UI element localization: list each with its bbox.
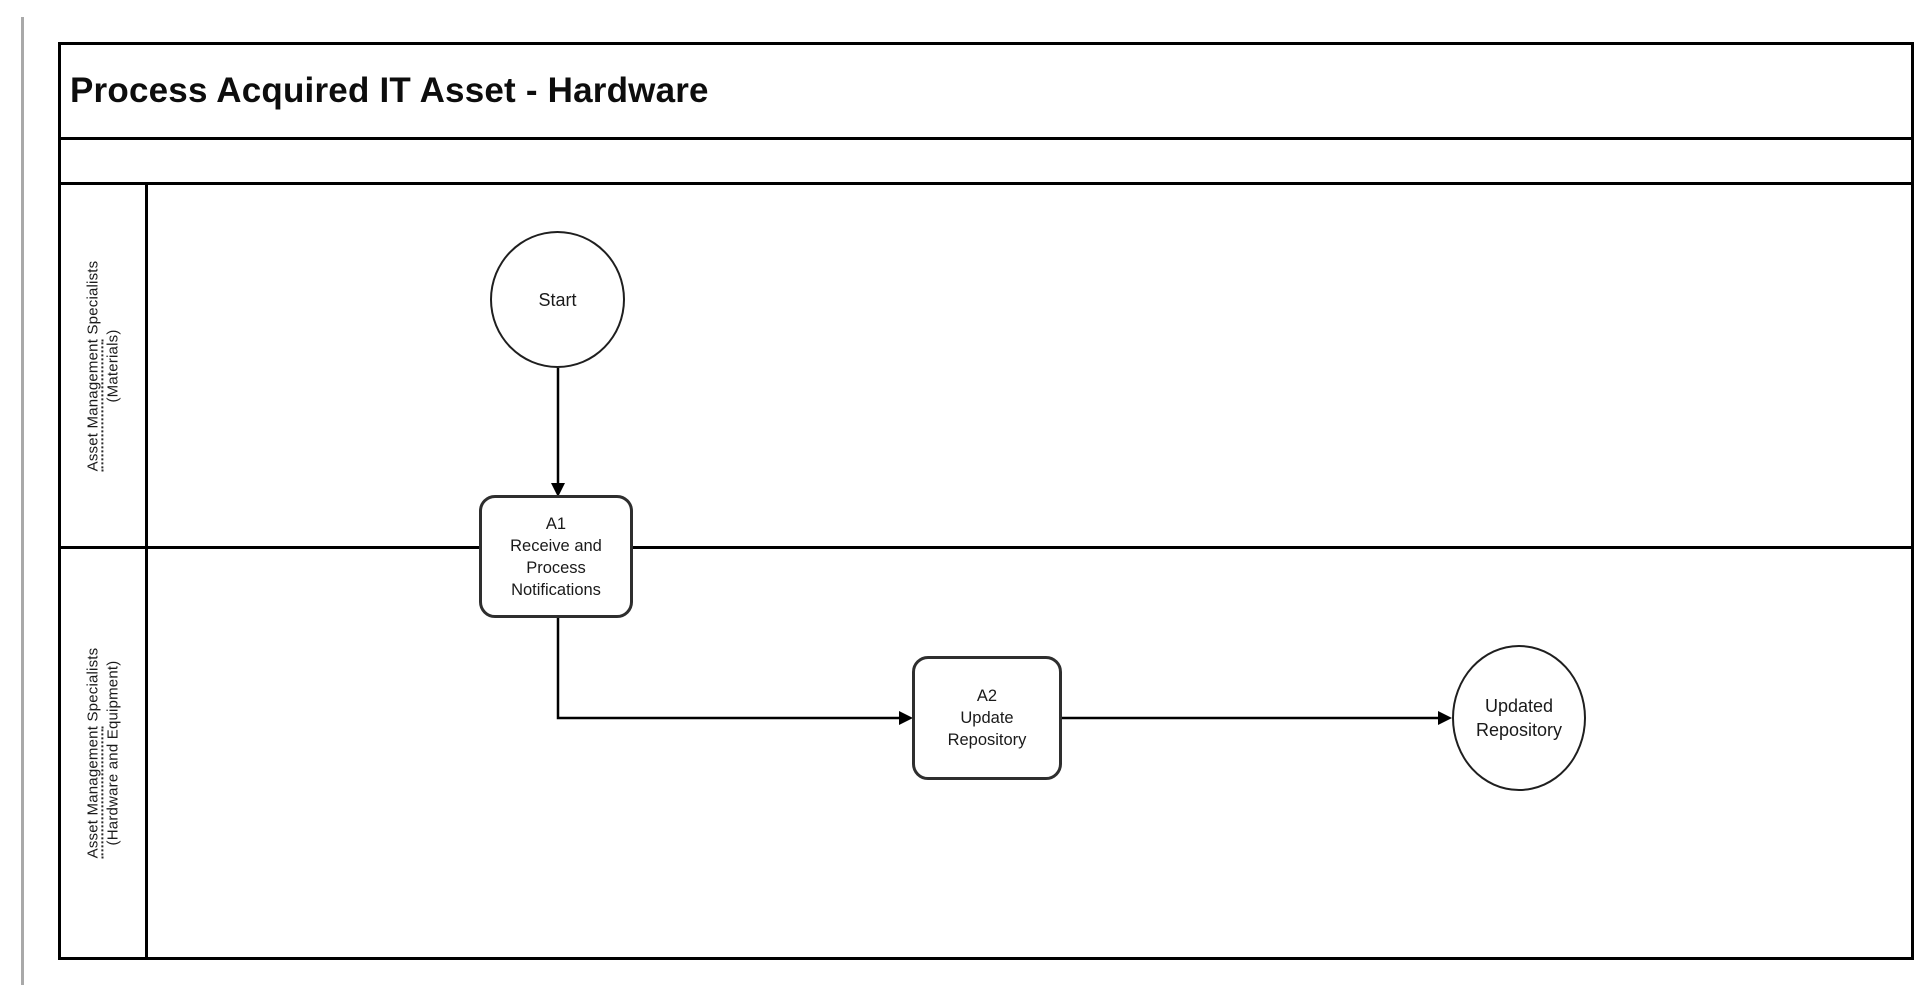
lane-2-header: Asset Management Specialists (Hardware a… bbox=[61, 549, 148, 957]
task-a1-line1: Receive and bbox=[510, 536, 602, 555]
task-a1-receive-process-notifications[interactable]: A1 Receive and Process Notifications bbox=[479, 495, 633, 618]
task-a2-line1: Update bbox=[960, 709, 1014, 727]
start-event-node[interactable]: Start bbox=[490, 231, 625, 368]
lane-1-role-qualifier: (Materials) bbox=[104, 328, 122, 403]
task-a1-line2: Process bbox=[526, 558, 586, 577]
lane-1-role-line: Asset Management Specialists bbox=[83, 260, 104, 471]
lane-2-role-rest: Specialists bbox=[84, 647, 102, 726]
swimlane-hardware-equipment: Asset Management Specialists (Hardware a… bbox=[61, 549, 1911, 957]
end-line2: Repository bbox=[1475, 720, 1563, 740]
page-edge-rule bbox=[21, 17, 24, 985]
lane-2-label: Asset Management Specialists (Hardware a… bbox=[83, 648, 123, 859]
page-title: Process Acquired IT Asset - Hardware bbox=[70, 71, 709, 110]
diagram-frame: Process Acquired IT Asset - Hardware Ass… bbox=[58, 42, 1914, 960]
lane-1-role-rest: Specialists bbox=[84, 260, 102, 339]
lane-2-role-qualifier: (Hardware and Equipment) bbox=[104, 660, 122, 846]
lane-1-header: Asset Management Specialists (Materials) bbox=[61, 185, 148, 546]
task-a2-id: A2 bbox=[976, 687, 998, 705]
title-band: Process Acquired IT Asset - Hardware bbox=[61, 45, 1911, 140]
spacer-band bbox=[61, 140, 1911, 185]
task-a2-update-repository[interactable]: A2 Update Repository bbox=[912, 656, 1062, 780]
task-a2-line2: Repository bbox=[947, 731, 1027, 749]
lane-1-label: Asset Management Specialists (Materials) bbox=[83, 260, 123, 471]
end-event-updated-repository[interactable]: Updated Repository bbox=[1452, 645, 1586, 791]
lane-2-role-line: Asset Management Specialists bbox=[83, 647, 104, 859]
swimlane-materials: Asset Management Specialists (Materials) bbox=[61, 185, 1911, 549]
task-a1-id: A1 bbox=[545, 514, 567, 533]
lane-1-body bbox=[148, 185, 1911, 546]
lane-2-role-underlined: Asset Management bbox=[84, 725, 104, 859]
end-line1: Updated bbox=[1484, 696, 1554, 716]
lane-1-role-underlined: Asset Management bbox=[84, 338, 104, 471]
task-a1-line3: Notifications bbox=[511, 580, 601, 599]
start-label: Start bbox=[538, 289, 577, 310]
